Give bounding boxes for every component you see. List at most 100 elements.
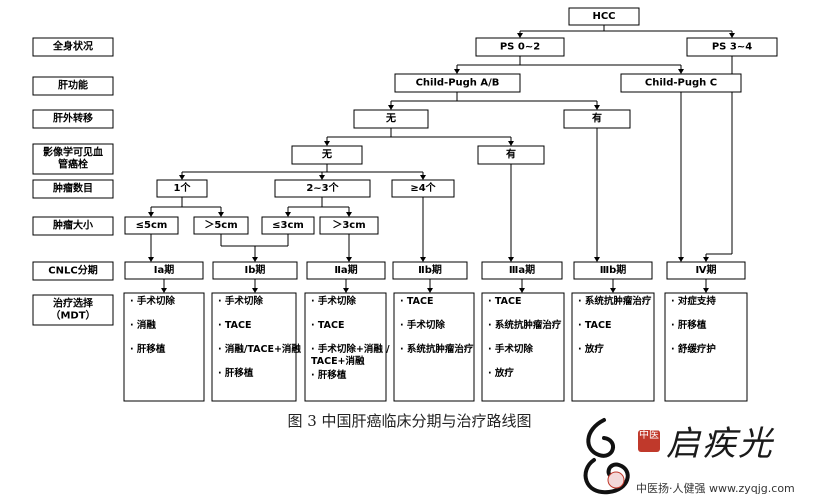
row-label-box bbox=[32, 261, 114, 281]
arrow-head bbox=[346, 212, 352, 217]
arrow-head bbox=[161, 288, 167, 293]
treatment-item: · TACE bbox=[400, 296, 433, 307]
node-n4: ≥4个 bbox=[391, 179, 455, 198]
row-label-box bbox=[32, 76, 114, 96]
treatment-item: · 放疗 bbox=[578, 343, 604, 355]
treatment-box-frame bbox=[123, 292, 205, 402]
row-label-text: 治疗选择 bbox=[53, 297, 94, 310]
node-pvtt-no: 无 bbox=[291, 145, 363, 165]
row-labels: 全身状况肝功能肝外转移影像学可见血管癌栓肿瘤数目肿瘤大小CNLC分期治疗选择（M… bbox=[32, 37, 114, 326]
watermark-calligraphy-icon bbox=[583, 418, 630, 495]
node-box bbox=[319, 216, 379, 235]
treatment-box-frame bbox=[481, 292, 565, 402]
treatment-item: TACE+消融 bbox=[311, 355, 365, 367]
treatment-box-frame bbox=[664, 292, 748, 402]
node-box bbox=[563, 109, 631, 129]
treatment-boxes: · 手术切除· 消融· 肝移植· 手术切除· TACE· 消融/TACE+消融·… bbox=[123, 292, 748, 402]
treatment-item: · TACE bbox=[218, 320, 251, 331]
node-box bbox=[391, 179, 455, 198]
arrow-head bbox=[508, 257, 514, 262]
treatment-item: · TACE bbox=[488, 296, 521, 307]
node-text: 1个 bbox=[174, 181, 192, 194]
arrow-head bbox=[519, 288, 525, 293]
treatment-item: · 系统抗肿瘤治疗 bbox=[578, 295, 652, 307]
treatment-box-3: · 手术切除· TACE· 手术切除+消融 /TACE+消融· 肝移植 bbox=[304, 292, 390, 402]
arrow-head bbox=[179, 175, 185, 180]
node-box bbox=[394, 73, 521, 93]
node-text: ≥4个 bbox=[410, 181, 436, 194]
arrow-head bbox=[252, 288, 258, 293]
arrow-head bbox=[148, 212, 154, 217]
node-cpab: Child-Pugh A/B bbox=[394, 73, 521, 93]
node-box bbox=[686, 37, 778, 57]
arrow-head bbox=[252, 257, 258, 262]
node-text: 无 bbox=[385, 113, 396, 125]
arrow-head bbox=[508, 141, 514, 146]
treatment-item: · 手术切除 bbox=[400, 319, 445, 331]
node-text: HCC bbox=[592, 11, 615, 22]
watermark-logo: 中医 启疾光 中医扬·人健强 www.zyqjg.com bbox=[574, 410, 814, 500]
node-ehm-no: 无 bbox=[353, 109, 429, 129]
treatment-item: · 手术切除 bbox=[130, 295, 175, 307]
flowchart-edges bbox=[148, 25, 735, 293]
row-label-7: CNLC分期 bbox=[32, 261, 114, 281]
stage-box bbox=[666, 261, 746, 280]
row-label-2: 肝功能 bbox=[32, 76, 114, 96]
watermark-subtitle: 中医扬·人健强 www.zyqjg.com bbox=[636, 482, 795, 495]
row-label-text: 肝外转移 bbox=[53, 112, 93, 125]
treatment-item: · 消融 bbox=[130, 319, 156, 331]
row-label-box bbox=[32, 143, 114, 175]
arrow-head bbox=[703, 257, 709, 262]
arrow-head bbox=[319, 175, 325, 180]
stage-text: Ⅰa期 bbox=[154, 263, 174, 276]
stage-4: Ⅱb期 bbox=[392, 261, 468, 280]
flowchart-diagram: 全身状况肝功能肝外转移影像学可见血管癌栓肿瘤数目肿瘤大小CNLC分期治疗选择（M… bbox=[32, 7, 778, 402]
stage-box bbox=[212, 261, 298, 280]
node-text: Child-Pugh C bbox=[645, 78, 717, 89]
treatment-item: · 手术切除+消融 / bbox=[311, 343, 390, 355]
node-text: PS 0~2 bbox=[500, 42, 540, 53]
treatment-item: · 对症支持 bbox=[671, 295, 716, 307]
arrow-head bbox=[285, 212, 291, 217]
row-label-text: CNLC分期 bbox=[48, 264, 97, 277]
treatment-item: · 肝移植 bbox=[671, 319, 707, 331]
stage-text: Ⅲa期 bbox=[509, 263, 535, 276]
treatment-box-2: · 手术切除· TACE· 消融/TACE+消融· 肝移植 bbox=[211, 292, 301, 402]
treatment-box-1: · 手术切除 · 消融 · 肝移植 bbox=[123, 292, 205, 402]
stage-box bbox=[306, 261, 386, 280]
row-label-text: 肝功能 bbox=[58, 79, 88, 92]
treatment-box-frame bbox=[571, 292, 655, 402]
stage-text: Ⅳ期 bbox=[696, 263, 717, 276]
stage-box bbox=[573, 261, 653, 280]
arrow-head bbox=[729, 33, 735, 38]
node-text: ≤3cm bbox=[272, 220, 304, 231]
row-label-1: 全身状况 bbox=[32, 37, 114, 57]
row-label-box bbox=[32, 179, 114, 199]
treatment-item: · 肝移植 bbox=[311, 369, 347, 381]
node-box bbox=[620, 73, 742, 93]
node-s-le5: ≤5cm bbox=[124, 216, 179, 235]
figure-caption: 图 3 中国肝癌临床分期与治疗路线图 bbox=[287, 412, 532, 430]
stage-box bbox=[124, 261, 204, 280]
treatment-item: · 肝移植 bbox=[130, 343, 166, 355]
row-label-5: 肿瘤数目 bbox=[32, 179, 114, 199]
treatment-box-frame bbox=[211, 292, 297, 402]
arrow-head bbox=[454, 69, 460, 74]
row-label-box bbox=[32, 294, 114, 326]
node-box bbox=[156, 179, 208, 198]
node-text: ＞5cm bbox=[204, 219, 237, 231]
row-label-box bbox=[32, 109, 114, 129]
stage-text: Ⅱa期 bbox=[334, 263, 357, 276]
node-box bbox=[568, 7, 640, 26]
stage-text: Ⅰb期 bbox=[245, 263, 266, 276]
node-s-gt5: ＞5cm bbox=[193, 216, 249, 235]
treatment-item: · 手术切除 bbox=[488, 343, 533, 355]
row-label-box bbox=[32, 37, 114, 57]
treatment-item: · 手术切除 bbox=[218, 295, 263, 307]
node-ps02: PS 0~2 bbox=[475, 37, 565, 57]
node-box bbox=[124, 216, 179, 235]
node-n23: 2~3个 bbox=[274, 179, 371, 198]
node-ehm-yes: 有 bbox=[563, 109, 631, 129]
stage-7: Ⅳ期 bbox=[666, 261, 746, 280]
